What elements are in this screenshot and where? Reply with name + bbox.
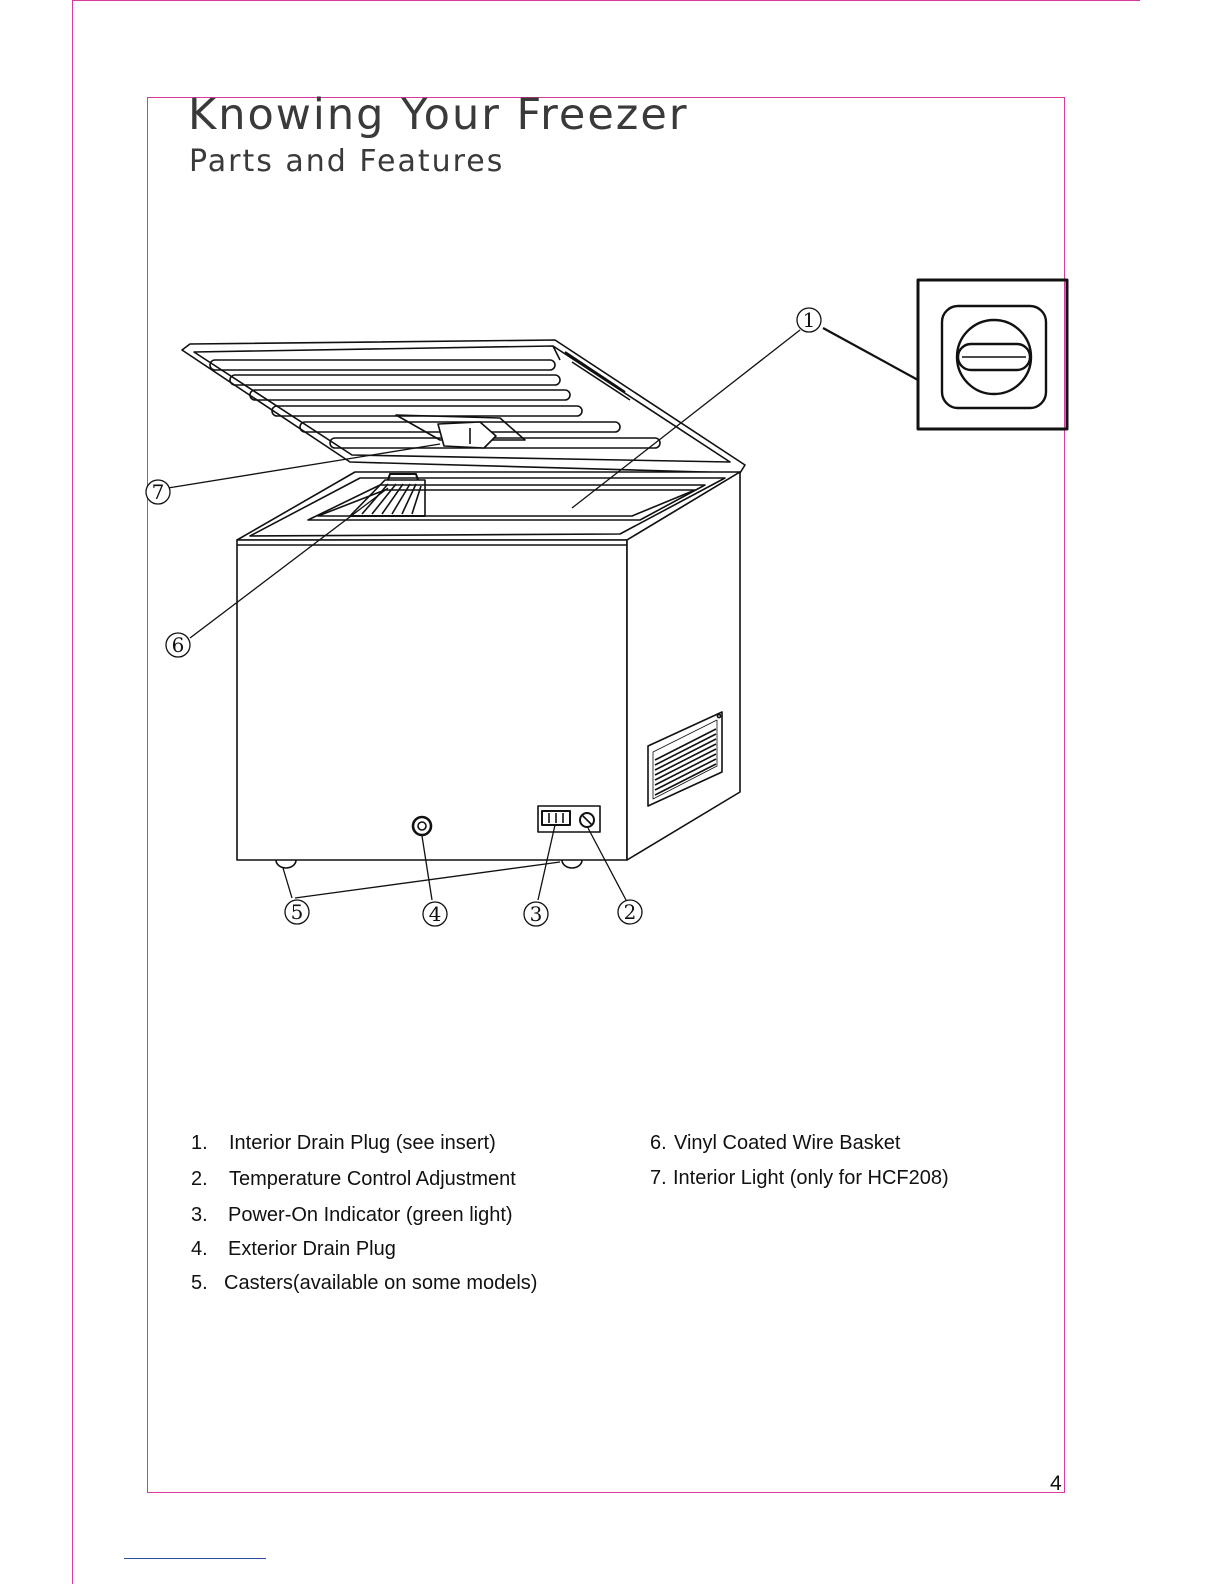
legend-number: 7. — [650, 1167, 667, 1190]
legend-number: 4. — [191, 1238, 208, 1261]
callout-1: 1 — [803, 308, 816, 332]
legend-text: Temperature Control Adjustment — [229, 1168, 516, 1191]
callout-6: 6 — [172, 633, 185, 657]
drain-plug-insert — [918, 280, 1067, 429]
callout-4: 4 — [429, 902, 442, 926]
legend-text: Interior Drain Plug (see insert) — [229, 1132, 496, 1155]
legend-text: Exterior Drain Plug — [228, 1238, 396, 1261]
freezer-lid — [182, 340, 745, 473]
freezer-cabinet — [237, 472, 740, 868]
callout-3: 3 — [530, 902, 543, 926]
callout-5: 5 — [291, 900, 304, 924]
legend-number: 6. — [650, 1132, 667, 1155]
legend-text: Vinyl Coated Wire Basket — [674, 1132, 900, 1155]
legend-number: 2. — [191, 1168, 208, 1191]
freezer-parts-diagram: 1 2 3 4 5 6 7 — [0, 0, 1224, 1000]
callout-2: 2 — [624, 900, 637, 924]
legend-number: 5. — [191, 1272, 208, 1295]
footnote-rule — [124, 1558, 266, 1559]
legend-text: Interior Light (only for HCF208) — [673, 1167, 949, 1190]
page-number: 4 — [1050, 1472, 1062, 1496]
legend-number: 3. — [191, 1204, 208, 1227]
casters — [276, 860, 582, 868]
callout-7: 7 — [152, 480, 165, 504]
legend-text: Casters(available on some models) — [224, 1272, 537, 1295]
legend-number: 1. — [191, 1132, 208, 1155]
legend-text: Power-On Indicator (green light) — [228, 1204, 513, 1227]
